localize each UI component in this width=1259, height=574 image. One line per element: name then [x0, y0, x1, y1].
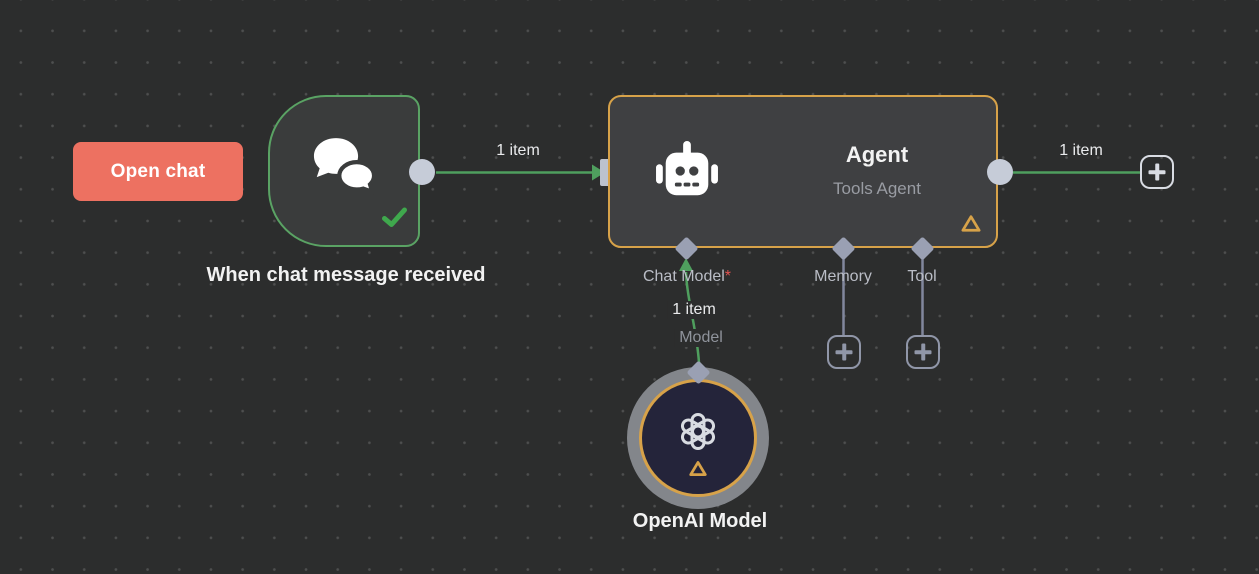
required-asterisk: *: [724, 268, 732, 285]
checkmark-icon: [381, 207, 408, 233]
port-label-memory: Memory: [814, 268, 872, 285]
agent-title: Agent: [845, 142, 909, 167]
warning-triangle-icon: [960, 214, 982, 238]
add-next-node-button[interactable]: [1140, 155, 1174, 189]
port-label-tool: Tool: [907, 268, 937, 285]
model-port-label: Model: [674, 329, 728, 347]
robot-icon: [656, 141, 718, 206]
agent-subtitle: Tools Agent: [833, 179, 921, 198]
node-openai-model[interactable]: [627, 367, 769, 509]
port-label-chat-model: Chat Model*: [642, 268, 732, 285]
trigger-output-connector[interactable]: [409, 159, 435, 185]
items-count-label: 1 item: [667, 301, 721, 319]
agent-output-connector[interactable]: [987, 159, 1013, 185]
open-chat-button[interactable]: Open chat: [73, 142, 243, 201]
openai-logo-icon: [675, 408, 721, 459]
trigger-node-label: When chat message received: [206, 264, 486, 286]
openai-node-label: OpenAI Model: [632, 510, 768, 532]
items-count-label: 1 item: [496, 142, 540, 159]
items-count-label: 1 item: [1059, 142, 1103, 159]
node-agent[interactable]: Agent Tools Agent: [608, 95, 998, 248]
node-chat-trigger[interactable]: [268, 95, 420, 247]
warning-triangle-icon: [688, 460, 708, 482]
chat-bubbles-icon: [308, 133, 380, 200]
openai-node-body: [639, 379, 757, 497]
add-tool-button[interactable]: [906, 335, 940, 369]
add-memory-button[interactable]: [827, 335, 861, 369]
